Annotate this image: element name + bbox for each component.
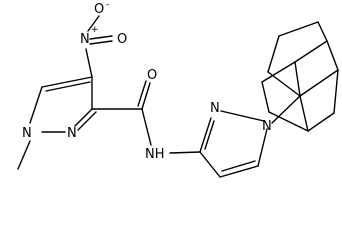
bond-adam-2	[267, 35, 280, 73]
bond-nitro-to-ring	[85, 48, 93, 78]
pyrazole2-n2-label: N	[210, 101, 220, 116]
nitro-n-label: N	[80, 32, 90, 47]
pyrazole1-n1-label: N	[22, 126, 32, 141]
amide-nh-label: NH	[145, 147, 165, 162]
bond-n1-c5	[257, 128, 268, 167]
bond-c3-n2	[199, 117, 212, 153]
bond-adam-12	[261, 61, 296, 83]
molecule-svg: N + O - O N N O NH N N	[17, 0, 339, 178]
bond-n2-n1	[220, 110, 265, 122]
bond-nitro-o-right-double	[89, 40, 113, 45]
bond-n2-c3-double	[77, 111, 97, 131]
pyrazole2-n1-label: N	[262, 119, 272, 134]
bond-adam-13	[294, 40, 328, 63]
bond-carbonyl-o	[141, 82, 151, 110]
bond-adam-14	[294, 61, 301, 97]
bond-adam-8	[307, 112, 335, 132]
nitro-plus-label: +	[91, 25, 99, 35]
bond-adam-1	[267, 71, 301, 97]
bond-nitro-o-top	[87, 15, 100, 32]
bond-nh-c3	[169, 151, 201, 154]
bond-n1-adamantyl	[271, 95, 301, 124]
bond-c4-c3	[199, 151, 221, 178]
bond-c5-c4	[219, 165, 259, 178]
chemical-structure-diagram: N + O - O N N O NH N N	[17, 0, 339, 178]
bond-c4-c5-double	[45, 81, 91, 92]
nitro-o-bottom-label: O	[117, 32, 127, 47]
bond-adam-5	[326, 40, 339, 71]
bond-c3-n2-double	[204, 120, 215, 150]
bond-adam-4	[299, 69, 339, 97]
bond-c5-n1	[29, 86, 43, 124]
bond-adam-6	[317, 21, 328, 42]
nitro-o-top-label: O	[94, 2, 104, 17]
bond-nitro-o-right	[89, 35, 113, 40]
bond-carbonyl-nh	[141, 108, 152, 146]
bonds	[17, 15, 339, 178]
pyrazole1-n2-label: N	[67, 126, 77, 141]
bond-adam-3	[278, 21, 319, 37]
bond-adam-9	[333, 69, 339, 114]
bond-adam-7	[299, 95, 309, 132]
nitro-o-minus-label: -	[106, 0, 109, 10]
atom-labels: N + O - O N N O NH N N	[22, 0, 272, 162]
amide-o-label: O	[147, 68, 157, 83]
bond-n2-c3	[74, 108, 93, 127]
bond-n1-methyl	[17, 140, 31, 170]
bond-adam-10	[268, 111, 309, 132]
bond-adam-11	[261, 81, 270, 113]
bond-carbonyl-o-double	[137, 80, 147, 107]
bond-c5-c4-double	[221, 160, 256, 172]
bond-c4-c5	[41, 76, 93, 88]
